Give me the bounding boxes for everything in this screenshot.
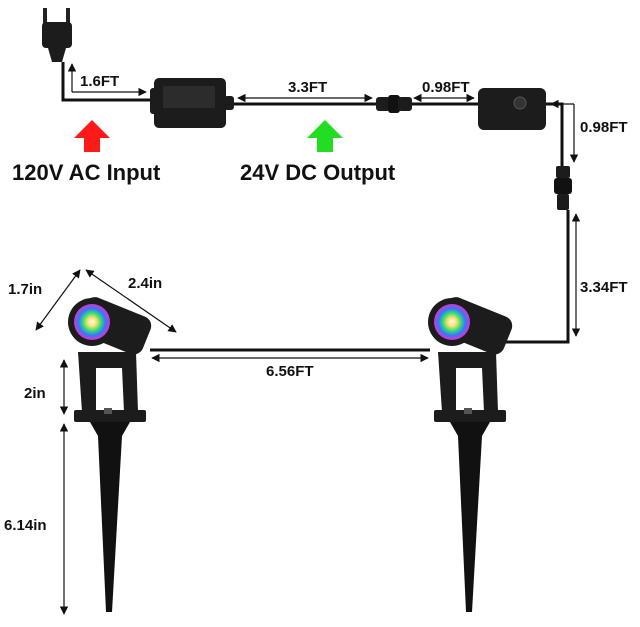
light-spacing-length: 6.56FT xyxy=(266,363,314,380)
inline-connector xyxy=(376,95,412,113)
rgb-lens-icon xyxy=(434,304,470,340)
plug-cord xyxy=(61,62,152,102)
controller-drop-length: 0.98FT xyxy=(580,119,628,136)
input-arrow-icon xyxy=(74,120,110,152)
bracket-height: 2in xyxy=(24,385,46,402)
output-voltage-label: 24V DC Output xyxy=(240,160,396,185)
ac-plug xyxy=(42,8,72,62)
head-width: 1.7in xyxy=(8,281,42,298)
rgb-lens-icon xyxy=(74,304,110,340)
spotlight-1 xyxy=(68,297,152,612)
connector-cable-length: 0.98FT xyxy=(422,79,470,96)
dimension-lines xyxy=(35,63,581,615)
riser-cable xyxy=(495,210,570,344)
controller-box xyxy=(478,88,546,130)
output-arrow-icon xyxy=(307,120,343,152)
input-voltage-label: 120V AC Input xyxy=(12,160,161,185)
adapter-cable-length: 3.3FT xyxy=(288,79,327,96)
head-length: 2.4in xyxy=(128,275,162,292)
power-adapter xyxy=(150,78,234,128)
spotlight-2 xyxy=(428,297,513,612)
plug-cord-length: 1.6FT xyxy=(80,73,119,90)
riser-cable-length: 3.34FT xyxy=(580,279,628,296)
riser-connector xyxy=(554,166,572,210)
controller-output-cable xyxy=(545,102,564,168)
stake-length: 6.14in xyxy=(4,517,47,534)
